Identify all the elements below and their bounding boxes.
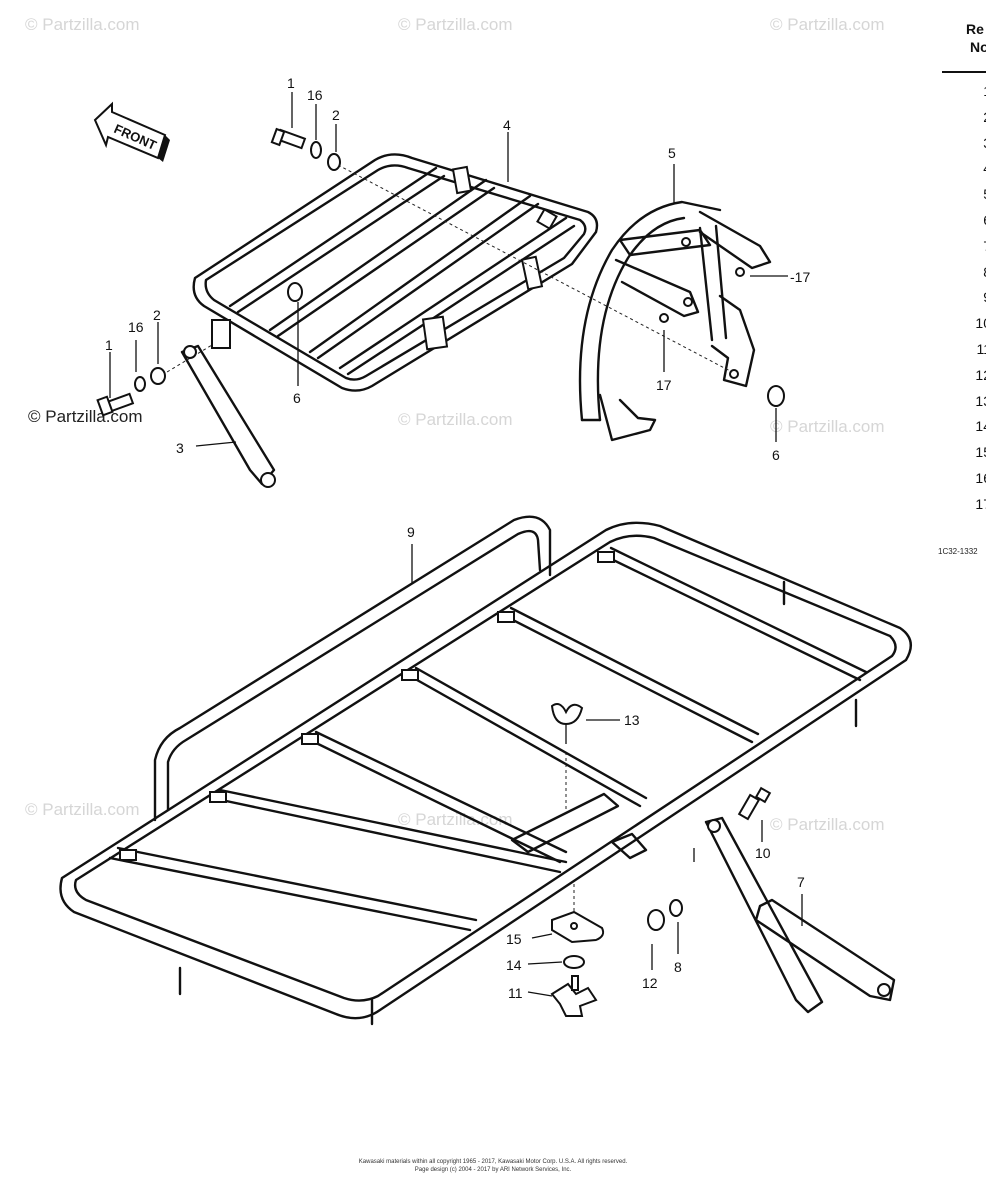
callout-nut-17a: -17 <box>790 269 810 285</box>
front-bracket <box>578 200 772 442</box>
watermark-low-center: © Partzilla.com <box>398 810 513 829</box>
callout-front-collar-left: 6 <box>293 390 301 406</box>
front-carrier <box>192 153 599 392</box>
watermark-mid-right: © Partzilla.com <box>770 417 885 436</box>
callout-front-collar-right: 6 <box>772 447 780 463</box>
callout-front-bracket: 5 <box>668 145 676 161</box>
ref-row-number: 12 <box>975 367 986 383</box>
watermark-top-center: © Partzilla.com <box>398 15 513 34</box>
callout-front-carrier: 4 <box>503 117 511 133</box>
ref-row-number: 2 <box>983 109 986 125</box>
callout-stay-front: 3 <box>176 440 184 456</box>
watermark-low-left: © Partzilla.com <box>25 800 140 819</box>
ref-row-number: 1 <box>983 83 986 99</box>
watermark-top-right: © Partzilla.com <box>770 15 885 34</box>
ref-code: 1C32-1332 <box>938 547 978 556</box>
front-arrow-icon: FRONT <box>93 101 170 162</box>
callout-wing-bolt: 13 <box>624 712 640 728</box>
ref-row-number: 14 <box>975 418 986 434</box>
ref-header-line1: Re <box>966 21 984 37</box>
callout-upper-lockwasher: 16 <box>307 87 323 103</box>
alignment-line-upper <box>337 164 733 373</box>
footer-page-design: Page design (c) 2004 - 2017 by ARI Netwo… <box>415 1167 572 1173</box>
callout-rear-carrier: 9 <box>407 524 415 540</box>
callout-washer-8: 8 <box>674 959 682 975</box>
watermark-dark: © Partzilla.com <box>28 407 143 426</box>
ref-row-number: 7 <box>983 238 986 254</box>
nut-6-icon <box>767 385 785 407</box>
knob-11-icon <box>550 975 598 1017</box>
callout-clamp-15: 15 <box>506 931 522 947</box>
callout-bolt-10: 10 <box>755 845 771 861</box>
callout-washer-14: 14 <box>506 957 522 973</box>
watermark-mid-center: © Partzilla.com <box>398 410 513 429</box>
watermark-top-left: © Partzilla.com <box>25 15 140 34</box>
upper-hardware <box>270 127 341 171</box>
watermark-low-right: © Partzilla.com <box>770 815 885 834</box>
rear-carrier <box>59 515 912 1026</box>
stay-front <box>180 344 276 488</box>
callout-stay-rear: 7 <box>797 874 805 890</box>
ref-row-number: 10 <box>975 315 986 331</box>
ref-row-number: 15 <box>975 444 986 460</box>
reference-column: Re No 1234567891011121314151617 1C32-133… <box>938 21 986 556</box>
washer-14-icon <box>563 955 585 969</box>
callout-upper-washer: 2 <box>332 107 340 123</box>
ref-header-line2: No <box>970 39 986 55</box>
nut-12-icon <box>647 909 665 931</box>
lower-hardware <box>96 367 166 417</box>
bolt-10-icon <box>737 786 772 821</box>
ref-row-number: 6 <box>983 212 986 228</box>
ref-row-number: 5 <box>983 186 986 202</box>
stay-rear <box>693 816 896 1014</box>
alignment-line-lower <box>161 344 213 376</box>
leader-lines <box>109 92 803 997</box>
ref-row-number: 9 <box>983 289 986 305</box>
ref-row-number: 13 <box>975 393 986 409</box>
callout-nut-17b: 17 <box>656 377 672 393</box>
callout-lower-bolt: 1 <box>105 337 113 353</box>
ref-row-number: 17 <box>975 496 986 512</box>
callout-labels: 1 16 2 4 5 6 6 -17 17 1 16 2 3 9 13 10 7… <box>105 75 810 1001</box>
callout-lower-lockwasher: 16 <box>128 319 144 335</box>
ref-row-number: 11 <box>976 341 986 357</box>
callout-knob-11: 11 <box>508 985 523 1001</box>
ref-row-number: 4 <box>983 160 986 176</box>
clamp-15-icon <box>551 910 605 944</box>
callout-nut-12: 12 <box>642 975 658 991</box>
callout-lower-washer: 2 <box>153 307 161 323</box>
watermark-layer: © Partzilla.com © Partzilla.com © Partzi… <box>25 15 885 834</box>
wing-bolt-icon <box>550 703 584 744</box>
washer-8-icon <box>669 899 683 917</box>
ref-row-number: 3 <box>983 135 986 151</box>
ref-row-number: 16 <box>975 470 986 486</box>
callout-upper-bolt: 1 <box>287 75 295 91</box>
ref-row-number: 8 <box>983 264 986 280</box>
footer-copyright: Kawasaki materials within all copyright … <box>359 1159 628 1165</box>
